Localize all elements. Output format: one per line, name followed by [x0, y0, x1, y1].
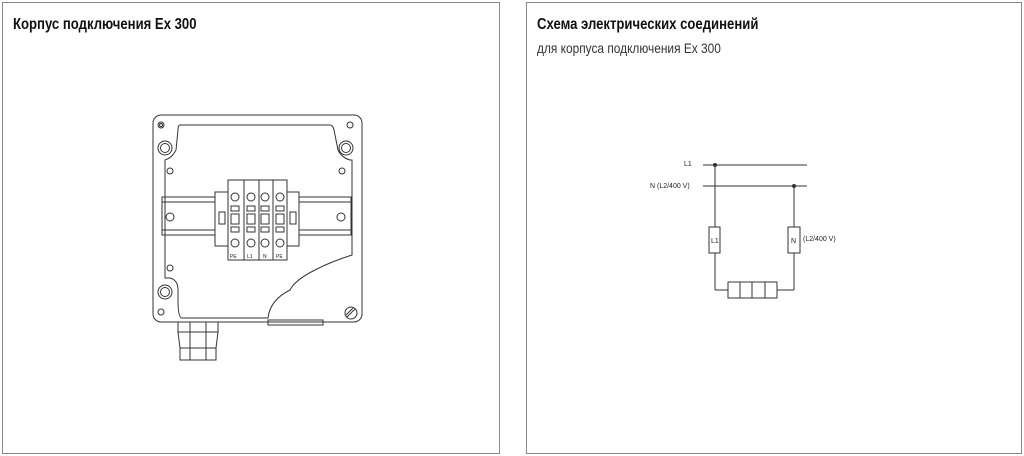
box-l1-label: L1	[711, 238, 719, 245]
wiring-panel: Схема электрических соединений для корпу…	[526, 2, 1022, 454]
box-n-label: N	[791, 238, 796, 245]
line-n-label: N (L2/400 V)	[650, 183, 690, 190]
enclosure-title: Корпус подключения Ex 300	[13, 16, 197, 33]
terminal-label-l1: L1	[247, 254, 253, 260]
terminal-label-pe: PE	[230, 254, 237, 260]
wiring-diagram: L1 N (L2/400 V) L1 N (L2/400 V)	[650, 161, 836, 299]
box-n-note: (L2/400 V)	[803, 236, 836, 243]
wiring-subtitle: для корпуса подключения Ex 300	[537, 40, 721, 56]
wiring-title: Схема электрических соединений	[537, 16, 759, 33]
line-l1-label: L1	[684, 161, 692, 168]
enclosure-drawing: PE L1 N PE	[152, 114, 363, 361]
terminal-label-n: N	[263, 254, 267, 260]
terminal-label-pe2: PE	[276, 254, 283, 260]
